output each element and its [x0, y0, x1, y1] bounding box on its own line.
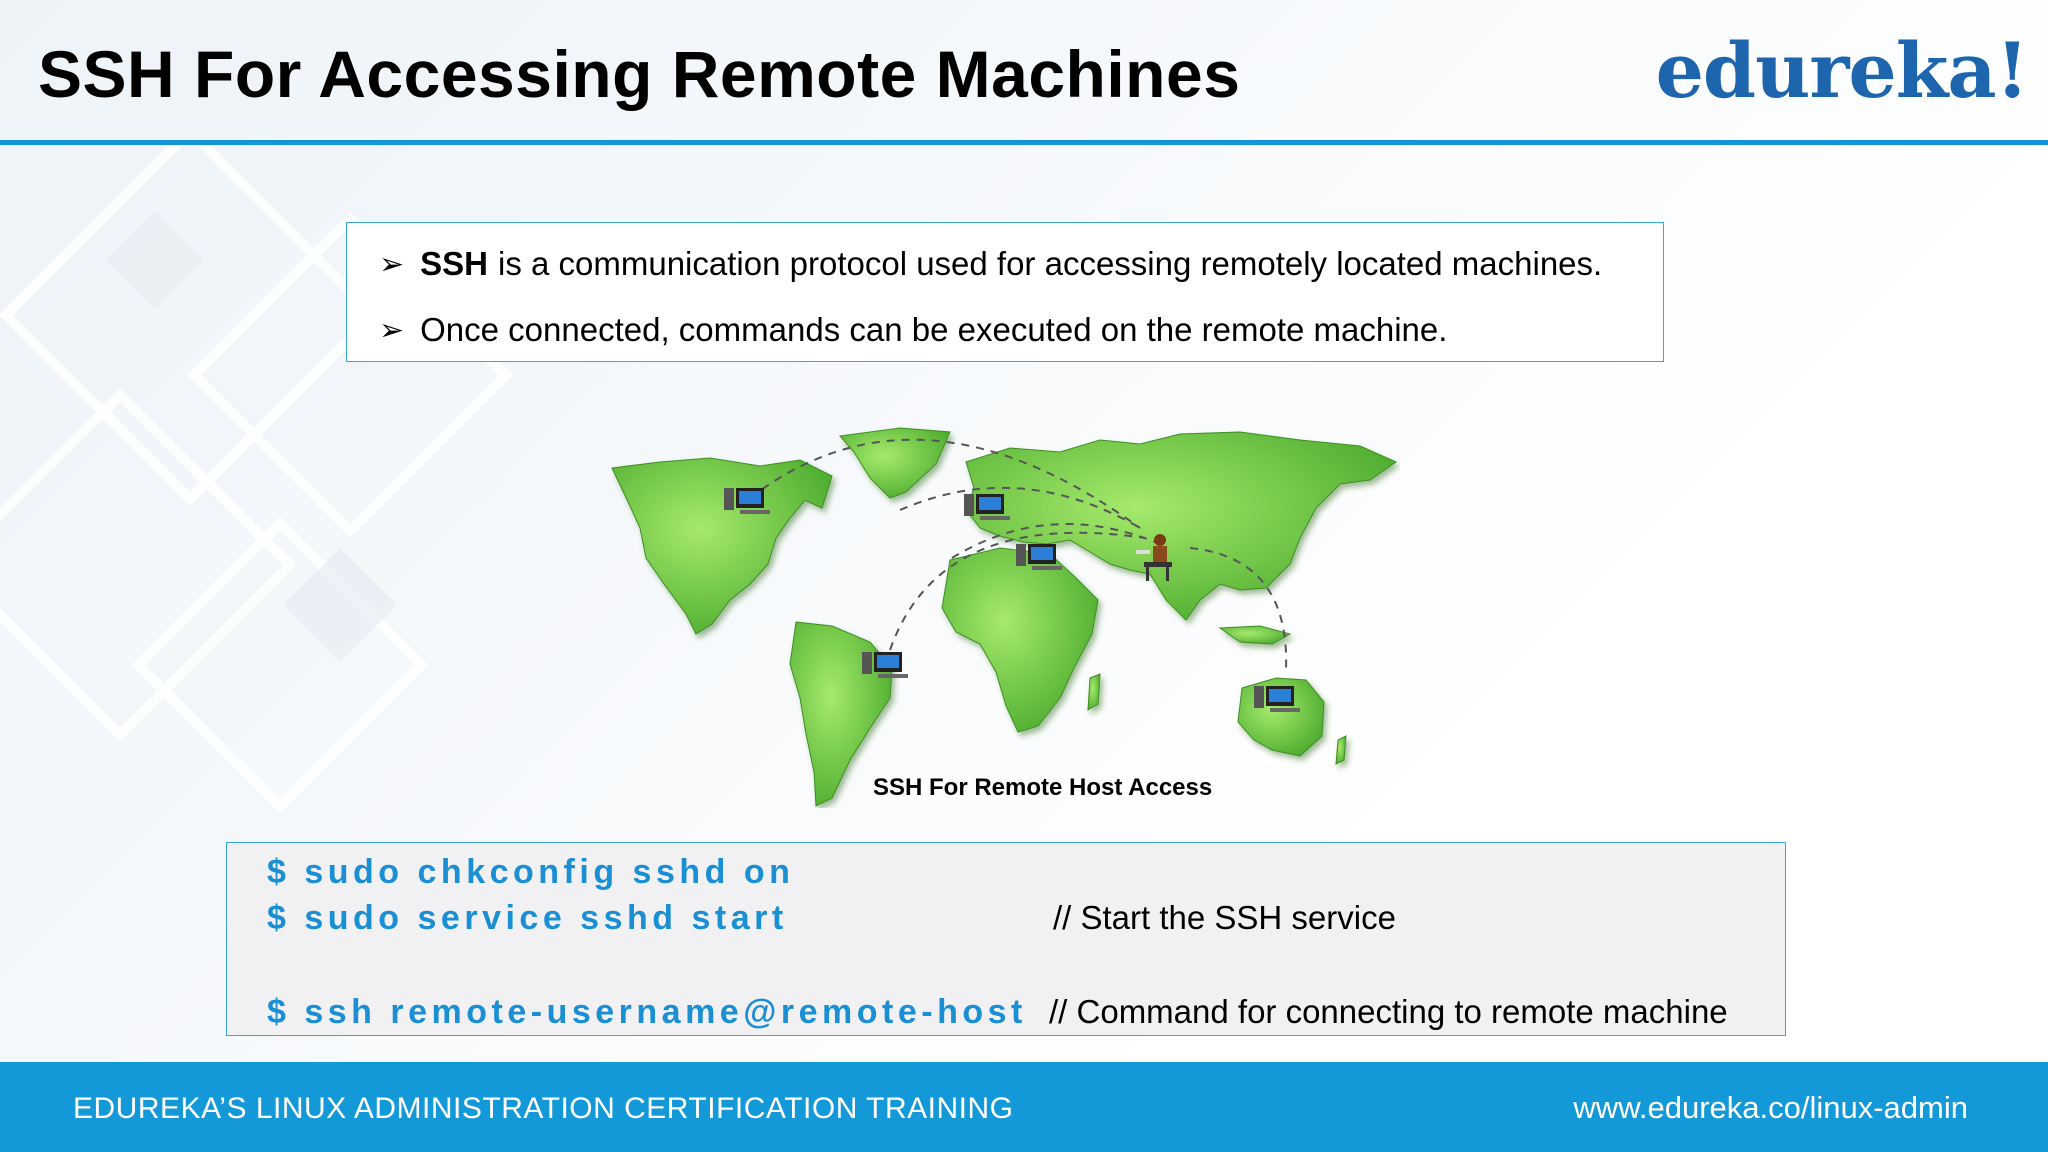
new-zealand-shape: [1335, 735, 1347, 765]
connection-arc: [889, 531, 1146, 651]
computer-icon: [964, 494, 1010, 520]
info-box: ➢ SSH is a communication protocol used f…: [346, 222, 1664, 362]
connection-arc: [1189, 547, 1288, 671]
computer-icon: [1016, 544, 1062, 570]
north-america-shape: [611, 457, 833, 635]
command-comment: // Start the SSH service: [1053, 899, 1396, 936]
bullet-item: ➢ SSH is a communication protocol used f…: [379, 245, 1602, 283]
slide-title: SSH For Accessing Remote Machines: [38, 37, 1241, 111]
greenland-shape: [839, 427, 951, 499]
connection-arc: [951, 523, 1161, 559]
title-divider: [0, 140, 2048, 145]
bullet-bold-term: SSH: [420, 245, 488, 282]
command-comment: // Command for connecting to remote mach…: [1049, 993, 1728, 1030]
arrow-bullet-icon: ➢: [379, 313, 405, 347]
command-line: $ sudo service sshd start: [267, 899, 788, 937]
command-line: $ sudo chkconfig sshd on: [267, 853, 795, 891]
computer-icon: [862, 652, 908, 678]
madagascar-shape: [1087, 673, 1101, 711]
arrow-bullet-icon: ➢: [379, 247, 405, 281]
user-at-desk-icon: [1136, 534, 1172, 581]
connection-arc: [899, 486, 1141, 529]
footer-url: www.edureka.co/linux-admin: [1573, 1090, 1968, 1125]
footer-course-title: EDUREKA’S LINUX ADMINISTRATION CERTIFICA…: [73, 1092, 1014, 1125]
command-box: $ sudo chkconfig sshd on $ sudo service …: [226, 842, 1786, 1036]
footer-bar: EDUREKA’S LINUX ADMINISTRATION CERTIFICA…: [0, 1062, 2048, 1152]
bullet-text: Once connected, commands can be executed…: [420, 311, 1448, 348]
bullet-item: ➢ Once connected, commands can be execut…: [379, 311, 1447, 349]
africa-shape: [941, 547, 1099, 733]
computer-icon: [724, 488, 770, 514]
command-line: $ ssh remote-username@remote-host: [267, 993, 1027, 1031]
edureka-logo: edureka!: [1655, 26, 2029, 115]
islands-shape: [1218, 625, 1292, 645]
eurasia-shape: [965, 431, 1398, 621]
connection-arc: [749, 438, 1141, 529]
bullet-text: is a communication protocol used for acc…: [498, 245, 1603, 282]
world-map-illustration: [611, 427, 1398, 807]
map-caption: SSH For Remote Host Access: [873, 774, 1213, 801]
computer-icon: [1254, 686, 1300, 712]
